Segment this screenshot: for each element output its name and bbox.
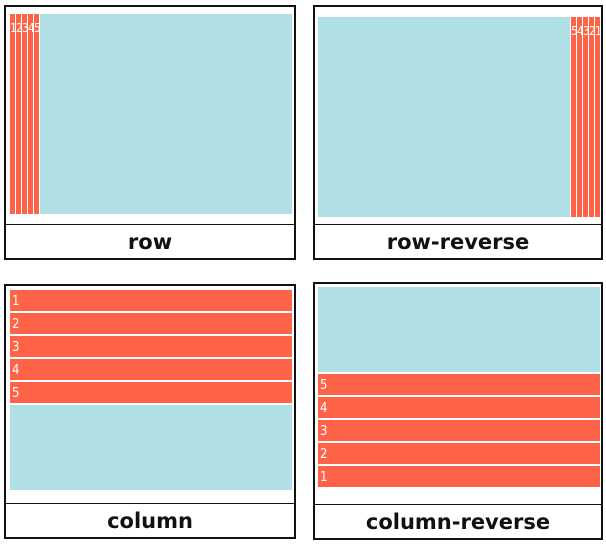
flex-item: 1 [10,290,292,313]
flex-item: 1 [594,17,600,217]
flex-item: 5 [318,372,600,395]
panel-caption: column-reverse [315,504,601,538]
panel-column-reverse: 1 2 3 4 5 column-reverse [313,282,603,540]
flex-item: 2 [588,17,594,217]
flex-item: 5 [570,17,576,217]
panel-caption: row [6,224,294,258]
flex-item: 3 [10,336,292,359]
flex-item: 4 [318,395,600,418]
flex-item: 4 [28,14,34,214]
flex-item: 3 [318,418,600,441]
panel-row: 1 2 3 4 5 row [4,5,296,260]
flex-item: 4 [10,359,292,382]
flex-item: 2 [16,14,22,214]
flex-item: 2 [318,441,600,464]
panel-caption: row-reverse [315,224,601,258]
panel-caption: column [6,503,294,537]
flex-item: 5 [34,14,40,214]
flex-item: 1 [10,14,16,214]
flex-item: 3 [582,17,588,217]
flex-container-row: 1 2 3 4 5 [10,14,292,214]
flex-item: 2 [10,313,292,336]
flex-item: 5 [10,382,292,405]
flex-container-column: 1 2 3 4 5 [10,290,292,490]
flex-container-column-reverse: 1 2 3 4 5 [318,287,600,487]
flex-item: 1 [318,464,600,487]
flex-item: 3 [22,14,28,214]
panel-column: 1 2 3 4 5 column [4,284,296,539]
flex-container-row-reverse: 1 2 3 4 5 [318,17,600,217]
flex-item: 4 [576,17,582,217]
panel-row-reverse: 1 2 3 4 5 row-reverse [313,5,603,260]
